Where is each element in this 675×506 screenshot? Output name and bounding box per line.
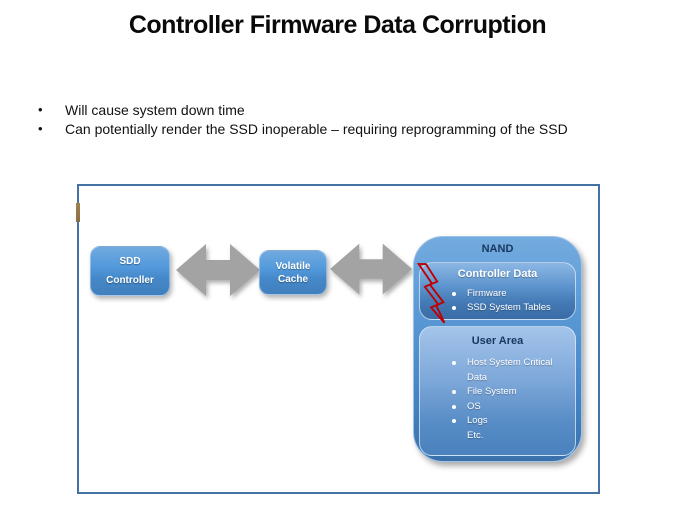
nand-label: NAND (481, 243, 514, 255)
user-area-label: User Area (471, 335, 524, 347)
controller-data-box: Controller Data Firmware SSD System Tabl… (419, 262, 576, 320)
volatile-cache-label-line2: Cache (277, 273, 308, 285)
frame-edge-artifact (76, 203, 80, 222)
list-item: SSD System Tables (420, 301, 575, 315)
list-item: Host System Critical Data (420, 356, 575, 385)
page-title: Controller Firmware Data Corruption (128, 11, 547, 39)
bullet-item: Can potentially render the SSD inoperabl… (37, 120, 609, 139)
bullet-item: Will cause system down time (37, 101, 609, 120)
list-item: File System (420, 385, 575, 400)
volatile-cache-label-line1: Volatile (275, 260, 311, 272)
list-item: Logs (420, 414, 575, 429)
volatile-cache-box: Volatile Cache (259, 250, 327, 295)
user-area-list: Host System Critical Data File System OS… (420, 356, 575, 443)
list-item: Etc. (467, 429, 484, 441)
controller-data-label: Controller Data (457, 268, 538, 280)
double-arrow-icon (330, 243, 412, 295)
list-item: OS (420, 400, 575, 415)
sdd-controller-label-line1: SDD (119, 255, 141, 267)
list-item: Firmware (420, 287, 575, 301)
controller-data-list: Firmware SSD System Tables (420, 287, 575, 314)
sdd-controller-box: SDD Controller (90, 246, 170, 296)
user-area-box: User Area Host System Critical Data File… (419, 326, 576, 456)
lightning-bolt-icon (416, 263, 446, 324)
double-arrow-icon (176, 244, 260, 296)
nand-box: NAND Controller Data Firmware SSD System… (413, 236, 582, 462)
sdd-controller-label-line2: Controller (106, 275, 154, 287)
bullet-list: Will cause system down time Can potentia… (37, 101, 609, 138)
